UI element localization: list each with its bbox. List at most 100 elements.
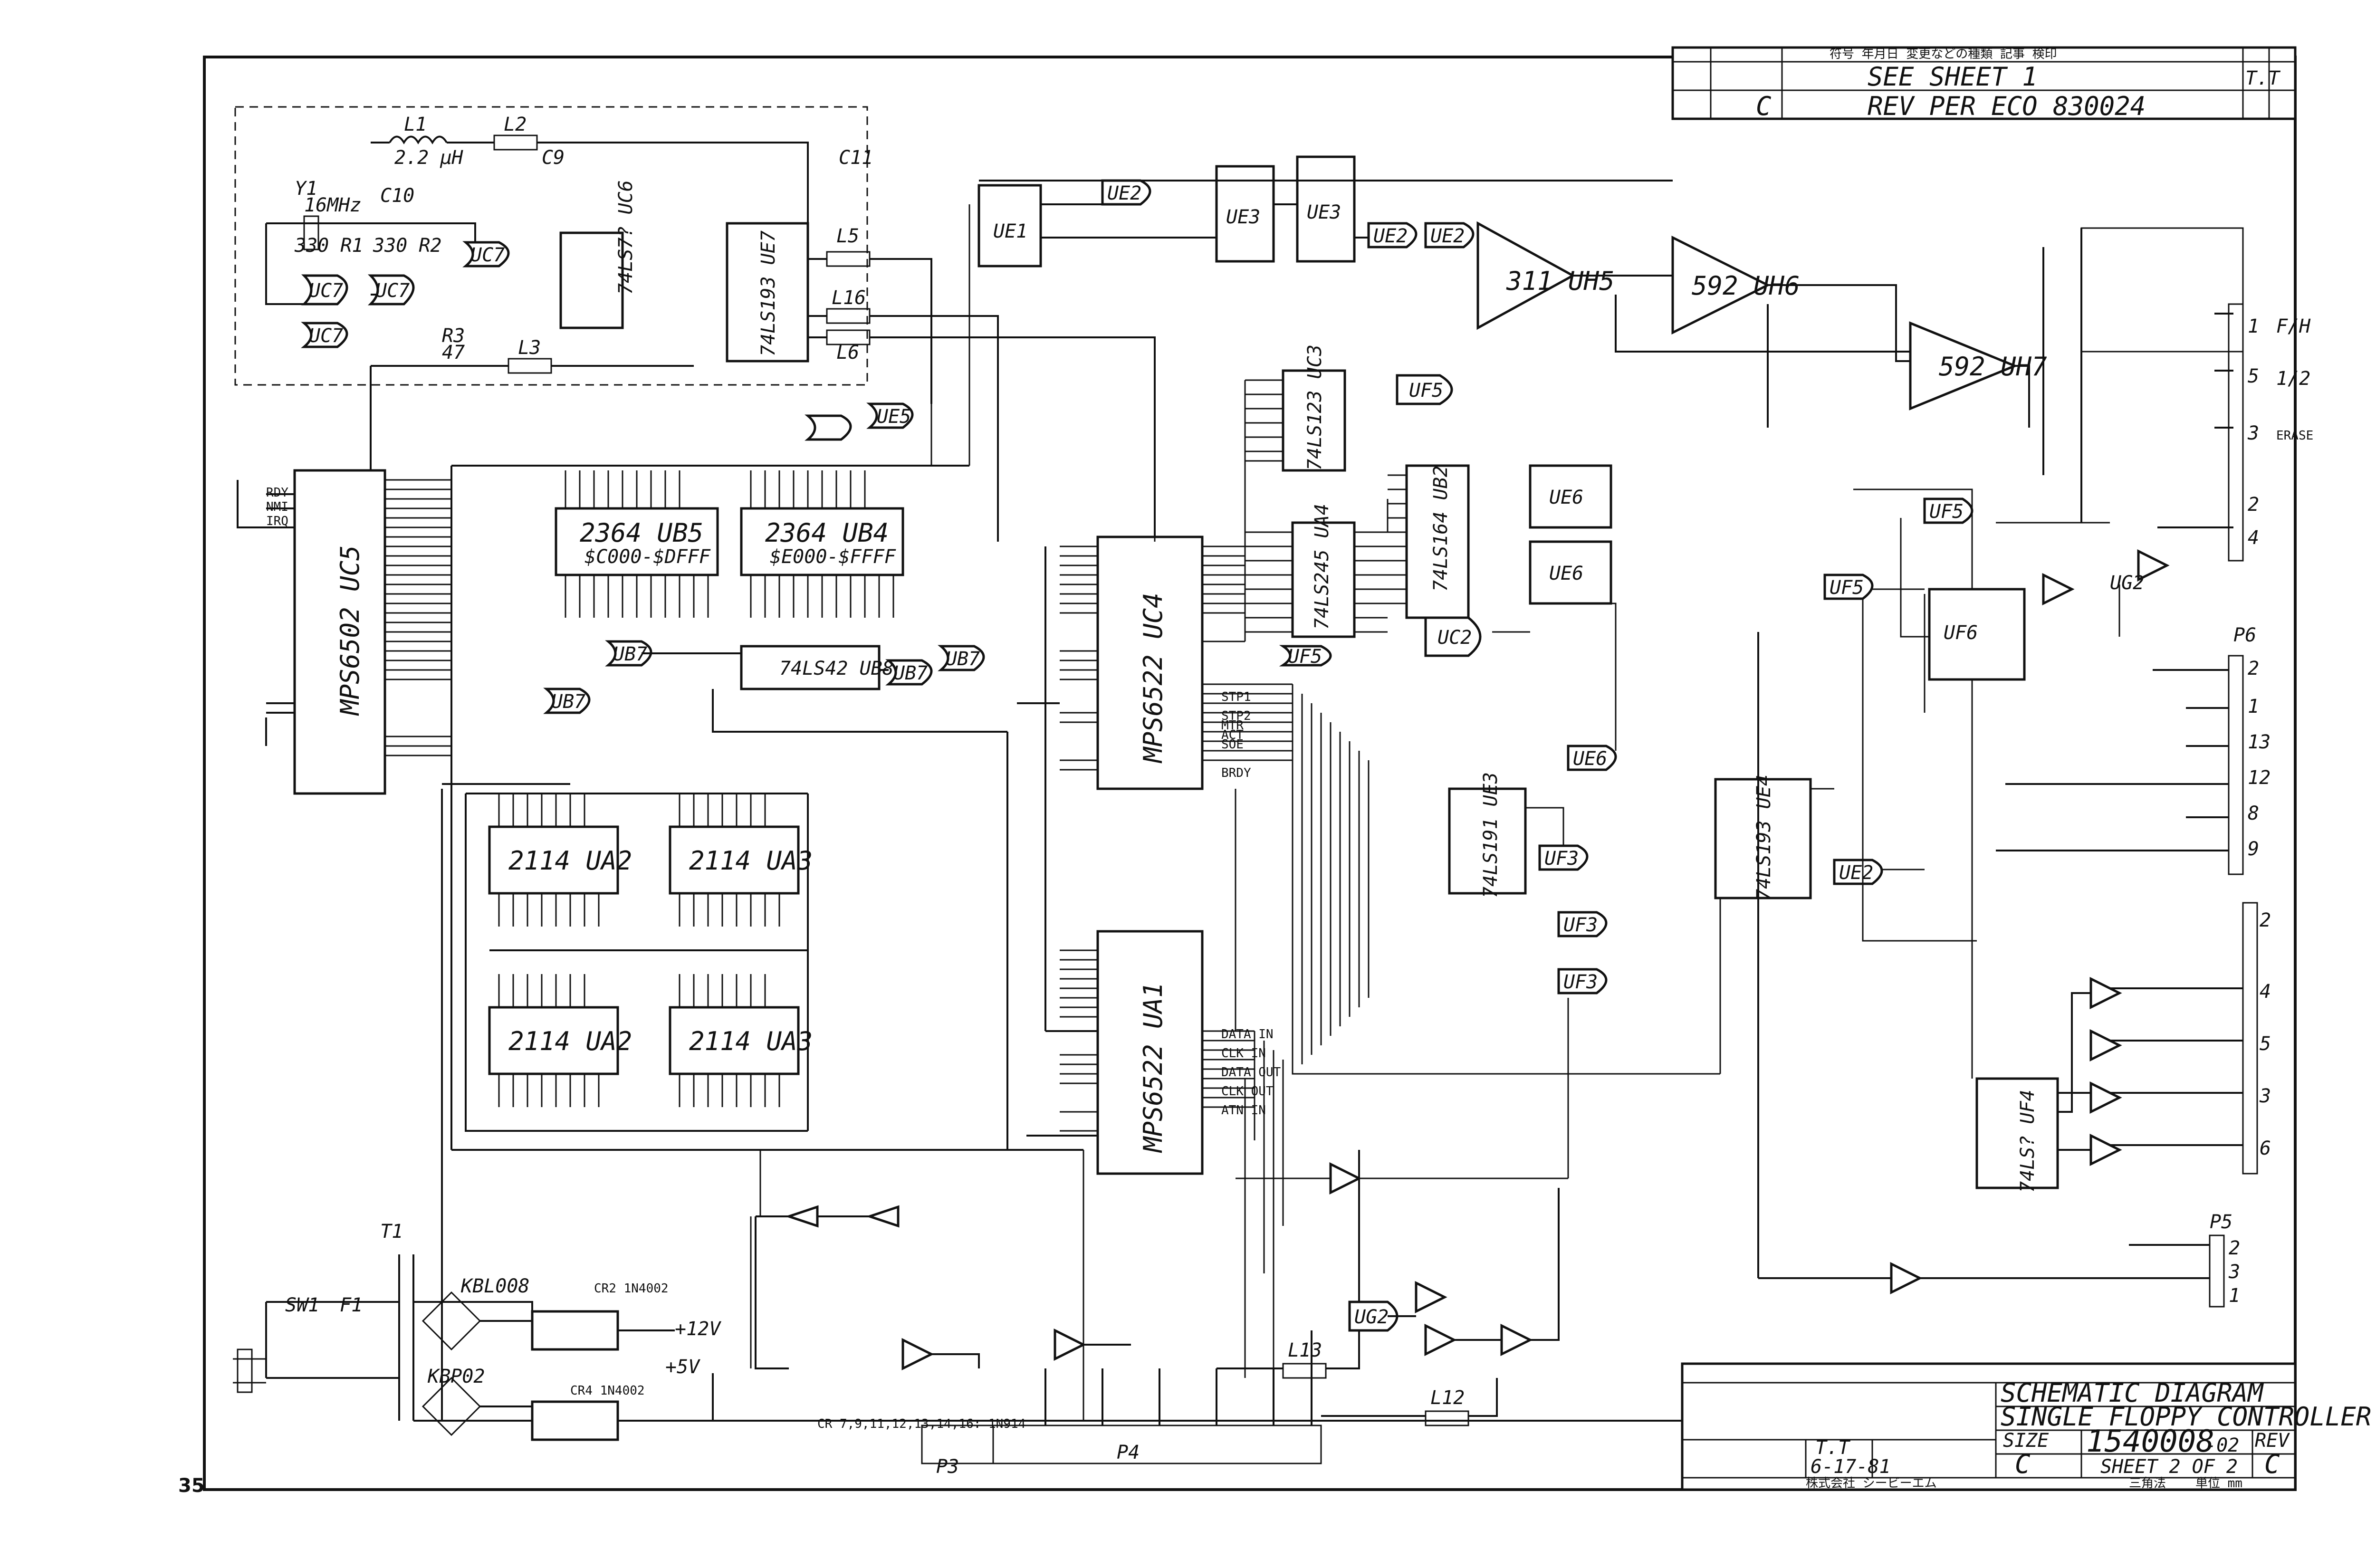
svg-text:L12: L12 bbox=[1430, 1387, 1465, 1409]
svg-text:MPS6522 UC4: MPS6522 UC4 bbox=[1138, 593, 1168, 764]
revision-row-1-initials: T.T bbox=[2245, 67, 2281, 89]
svg-text:UC2: UC2 bbox=[1437, 627, 1472, 649]
chip-uf4: 74LS? UF4 bbox=[1975, 976, 2122, 1193]
control-wires bbox=[1244, 684, 1720, 1378]
title-projection: 三角法 bbox=[2129, 1476, 2166, 1491]
svg-text:UF3: UF3 bbox=[1544, 848, 1579, 870]
chip-uc3: 74LS123 UC3 bbox=[1245, 344, 1346, 472]
clock-section-boundary bbox=[234, 106, 868, 386]
svg-text:$E000-$FFFF: $E000-$FFFF bbox=[770, 546, 896, 568]
svg-text:2: 2 bbox=[2260, 909, 2271, 931]
svg-text:NMI: NMI bbox=[266, 500, 288, 514]
ram-bus bbox=[465, 793, 809, 1132]
svg-text:2.2 µH: 2.2 µH bbox=[394, 147, 463, 169]
svg-text:2: 2 bbox=[2248, 494, 2259, 516]
svg-text:UE6: UE6 bbox=[1549, 563, 1583, 584]
svg-text:1: 1 bbox=[2248, 696, 2259, 717]
inductors-l5-l6-l16: L5 L16 L6 bbox=[808, 225, 1156, 542]
svg-text:74LS7? UC6: 74LS7? UC6 bbox=[615, 180, 637, 295]
svg-text:L6: L6 bbox=[836, 342, 859, 363]
svg-text:47: 47 bbox=[442, 342, 465, 363]
svg-text:UC7: UC7 bbox=[309, 325, 343, 347]
svg-text:P5: P5 bbox=[2210, 1211, 2232, 1233]
svg-text:12: 12 bbox=[2248, 767, 2271, 789]
svg-text:UE2: UE2 bbox=[1373, 225, 1408, 247]
svg-text:SW1: SW1 bbox=[285, 1294, 319, 1316]
svg-text:Y1: Y1 bbox=[295, 178, 317, 200]
chip-uc5-cpu: MPS6502 UC5 RDY NMI IRQ bbox=[237, 469, 451, 795]
svg-text:UE5: UE5 bbox=[877, 406, 911, 428]
svg-text:4: 4 bbox=[2260, 981, 2271, 1003]
address-bus bbox=[450, 465, 1083, 1151]
resistor-r3: R3 47 L3 bbox=[370, 325, 694, 475]
svg-text:UF6: UF6 bbox=[1944, 622, 1978, 644]
chip-ue3: 74LS191 UE3 bbox=[1448, 772, 1527, 898]
title-date: 6-17-81 bbox=[1811, 1456, 1891, 1478]
svg-text:T1: T1 bbox=[380, 1221, 403, 1243]
svg-text:2114 UA2: 2114 UA2 bbox=[508, 1026, 632, 1056]
svg-text:2114 UA3: 2114 UA3 bbox=[689, 846, 813, 876]
chip-ua3-ram-bottom: 2114 UA3 bbox=[669, 974, 813, 1107]
svg-text:330 R2: 330 R2 bbox=[373, 235, 442, 257]
svg-text:UC7: UC7 bbox=[375, 280, 410, 302]
svg-text:+5V: +5V bbox=[665, 1356, 700, 1378]
svg-text:ATN IN: ATN IN bbox=[1221, 1103, 1266, 1118]
revision-row-2-text: REV PER ECO 830024 bbox=[1868, 91, 2146, 121]
inductor-l1: L1 2.2 µH L2 C9 C11 bbox=[371, 114, 873, 223]
svg-text:F/H: F/H bbox=[2276, 316, 2311, 337]
svg-text:KBP02: KBP02 bbox=[427, 1366, 485, 1387]
svg-text:UF5: UF5 bbox=[1288, 646, 1322, 668]
connector-p5-power: P5 2 3 1 bbox=[1757, 632, 2240, 1308]
via-bus bbox=[1006, 546, 1098, 1150]
svg-text:UC7: UC7 bbox=[309, 280, 343, 302]
svg-text:UB7: UB7 bbox=[551, 691, 585, 713]
svg-text:UF5: UF5 bbox=[1409, 380, 1443, 402]
svg-text:CLK IN: CLK IN bbox=[1221, 1046, 1266, 1061]
chip-ub4-rom: 2364 UB4 $E000-$FFFF bbox=[740, 470, 904, 618]
svg-text:P4: P4 bbox=[1117, 1442, 1140, 1463]
svg-text:3: 3 bbox=[2259, 1085, 2271, 1107]
svg-text:STP1: STP1 bbox=[1221, 690, 1251, 704]
connector-p6: P6 2 1 13 12 8 9 bbox=[1996, 624, 2271, 875]
svg-text:CR2 1N4002: CR2 1N4002 bbox=[594, 1281, 669, 1296]
svg-text:P3: P3 bbox=[936, 1456, 959, 1478]
gate-uc7-b: UC7 bbox=[367, 274, 415, 306]
svg-text:CLK OUT: CLK OUT bbox=[1221, 1084, 1274, 1099]
title-size: C bbox=[2015, 1449, 2031, 1479]
svg-text:L5: L5 bbox=[836, 225, 859, 247]
connector-p2: 1 5 3 2 4 F/H 1/2 ERASE bbox=[2228, 303, 2313, 562]
connector-p5-iec: 2 4 5 3 6 bbox=[2091, 902, 2271, 1175]
svg-text:L13: L13 bbox=[1288, 1339, 1322, 1361]
svg-text:5: 5 bbox=[2248, 365, 2259, 387]
svg-text:74LS123 UC3: 74LS123 UC3 bbox=[1304, 344, 1326, 470]
svg-text:R3: R3 bbox=[442, 325, 465, 347]
flipflops-ue6: UE6 UE6 UE6 bbox=[1529, 464, 1617, 771]
svg-text:1: 1 bbox=[2248, 316, 2259, 337]
svg-text:RDY: RDY bbox=[266, 486, 288, 500]
comparator-uh5: 311 UH5 bbox=[1476, 221, 1615, 330]
title-main: SINGLE FLOPPY CONTROLLER bbox=[2001, 1402, 2371, 1432]
svg-text:UE1: UE1 bbox=[993, 220, 1027, 242]
chip-uc4-via: MPS6522 UC4 STP1 STP2 MTR ACT SOE BRDY bbox=[1060, 535, 1293, 790]
gate-uc2: UC2 bbox=[1424, 616, 1482, 657]
svg-text:3: 3 bbox=[2228, 1261, 2240, 1283]
svg-text:UE2: UE2 bbox=[1107, 182, 1141, 204]
svg-text:UE3: UE3 bbox=[1307, 201, 1341, 223]
svg-text:MTR: MTR bbox=[1221, 718, 1244, 733]
revision-block: 符号 年月日 変更などの種類 記事 検印 SEE SHEET 1 T.T C R… bbox=[1671, 46, 2297, 121]
title-number-suffix: -02 bbox=[2205, 1434, 2239, 1456]
svg-text:13: 13 bbox=[2248, 731, 2271, 753]
chip-uc6: 74LS7? UC6 bbox=[559, 180, 637, 329]
inductors-l12-l13: L13 L12 bbox=[1217, 1150, 1498, 1426]
svg-text:4: 4 bbox=[2248, 527, 2259, 549]
title-rev: C bbox=[2264, 1449, 2280, 1479]
svg-text:L2: L2 bbox=[504, 114, 527, 135]
bottom-gates: UG2 CR 7,9,11,12,13,14,16: 1N914 bbox=[755, 1162, 1560, 1431]
chip-ub2: 74LS164 UB2 bbox=[1388, 464, 1470, 619]
svg-text:SOE: SOE bbox=[1221, 737, 1244, 752]
svg-text:74LS193 UE7: 74LS193 UE7 bbox=[757, 230, 779, 356]
svg-text:UB7: UB7 bbox=[893, 662, 928, 684]
svg-text:2364 UB5: 2364 UB5 bbox=[580, 518, 703, 548]
gate-uc7-d: UC7 bbox=[301, 322, 348, 348]
